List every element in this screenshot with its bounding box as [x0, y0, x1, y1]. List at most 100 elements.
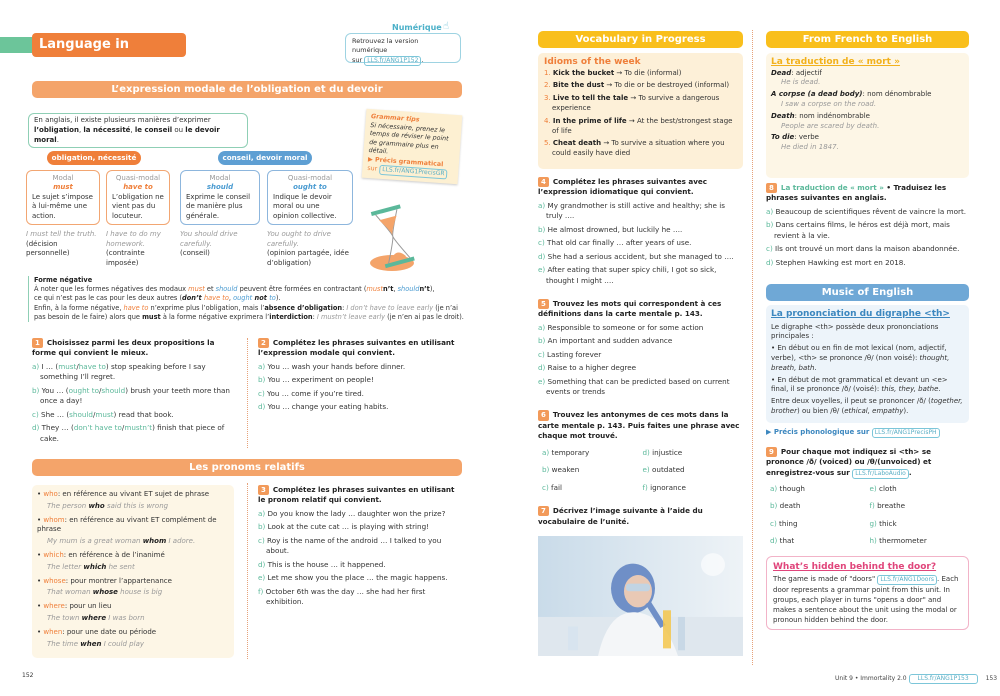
- list-item: b) An important and sudden advance: [538, 336, 743, 346]
- text-segment: This is the house … it happened.: [267, 559, 386, 569]
- exercise-number: 2: [258, 338, 269, 349]
- text-segment: : verbe: [794, 133, 819, 142]
- text-segment: must: [142, 312, 161, 321]
- text-segment: which: [83, 562, 107, 571]
- text-segment: where: [81, 613, 107, 622]
- example-must: I must tell the truth.(décision personne…: [26, 230, 100, 258]
- page-title: Language in Progress: [32, 33, 186, 76]
- text-segment: → To survive a dangerous experience: [552, 94, 720, 112]
- text-segment: I was born: [106, 613, 145, 622]
- text-segment: ,: [393, 285, 398, 294]
- list-item: c) That old car finally … after years of…: [538, 238, 743, 248]
- list-item: g) thick: [870, 519, 970, 529]
- tips-text: Si nécessaire, prenez le temps de révise…: [368, 121, 449, 156]
- text-segment: 1.: [544, 68, 553, 77]
- doors-link[interactable]: LLS.fr/ANG1Doors: [877, 574, 938, 585]
- text-segment: That woman: [47, 588, 93, 597]
- labo-audio-link[interactable]: LLS.fr/LaboAudio: [852, 468, 909, 479]
- text-segment: a): [770, 483, 780, 493]
- numerique-link[interactable]: LLS.fr/ANG1P152: [364, 55, 422, 66]
- text-segment: • Traduisez les phrases suivantes en ang…: [766, 183, 947, 203]
- text-segment: b): [538, 336, 548, 346]
- door-text: The game is made of "doors": [773, 574, 876, 583]
- text-segment: whose: [43, 576, 66, 585]
- text-segment: a): [538, 200, 548, 210]
- example-note: (opinion partagée, idée d’obligation): [267, 249, 349, 267]
- list-item: a) though: [770, 484, 870, 494]
- list-item: e) Something that can be predicted based…: [538, 377, 743, 398]
- list-item: b) Look at the cute cat … is playing wit…: [258, 522, 463, 532]
- list-item: 1. Kick the bucket → To die (informal): [544, 69, 737, 79]
- text-segment: don’t have to: [73, 423, 122, 433]
- text-segment: .: [938, 385, 941, 394]
- text-segment: that: [779, 536, 795, 546]
- relative-pronouns-box: • who: en référence au vivant ET sujet d…: [32, 485, 234, 659]
- text-segment: a): [258, 361, 268, 371]
- exercise-title: Complétez les phrases suivantes en utili…: [258, 338, 455, 358]
- th-box: La prononciation du digraphe <th> Le dig…: [766, 305, 969, 423]
- negative-line: ce qui n’est pas le cas pour les deux au…: [34, 294, 464, 303]
- text-segment: should: [101, 385, 126, 395]
- example-text: I have to do my homework.: [106, 230, 161, 248]
- text-segment: b): [542, 465, 552, 475]
- example-note: (décision personnelle): [26, 239, 70, 258]
- text-segment: f): [642, 482, 651, 492]
- exercise-number: 1: [32, 338, 43, 349]
- text-segment: la nécessité: [83, 125, 131, 134]
- exercise-title: Complétez les phrases suivantes en utili…: [258, 485, 455, 505]
- text-segment: this, they, bathe: [881, 385, 939, 394]
- relative-example: The person who said this is wrong: [37, 502, 229, 512]
- mort-definition: Death: nom indénombrable: [771, 112, 964, 122]
- text-segment: b): [766, 220, 776, 230]
- exercise-number: 5: [538, 298, 549, 310]
- list-item: b) Dans certains films, le héros est déj…: [766, 220, 969, 241]
- negative-line: Enfin, à la forme négative, have to n’ex…: [34, 304, 464, 313]
- text-segment: e): [538, 265, 548, 275]
- text-segment: et: [204, 285, 216, 294]
- text-segment: Cheat death: [552, 139, 602, 148]
- door-text: . Each door represents a grammar point f…: [773, 574, 959, 625]
- text-segment: should: [215, 285, 238, 294]
- text-segment: I mustn’t leave early: [316, 312, 386, 321]
- text-segment: Enfin, à la forme négative,: [34, 303, 124, 312]
- text-segment: d): [766, 257, 776, 267]
- text-segment: : pour une date ou période: [62, 627, 157, 636]
- text-segment: where: [43, 602, 65, 611]
- text-segment: n’t: [419, 285, 430, 294]
- footer-link[interactable]: LLS.fr/ANG1P153: [908, 674, 978, 684]
- list-item: b) He almost drowned, but luckily he ….: [538, 225, 743, 235]
- card-desc: Indique le devoir moral ou une opinion c…: [273, 192, 337, 220]
- precis-link[interactable]: LLS.fr/ANG1PrecisPH: [871, 428, 940, 438]
- text-segment: le devoir moral: [34, 125, 220, 144]
- text-segment: ,: [228, 294, 234, 303]
- mort-definition: Dead: adjectif: [771, 69, 964, 79]
- text-segment: a): [258, 508, 268, 518]
- list-item: e) outdated: [643, 465, 744, 475]
- exercise-items: a) Do you know the lady … daughter won t…: [258, 509, 463, 608]
- text-segment: You … wash your hands before dinner.: [267, 361, 406, 371]
- text-segment: That old car finally … after years of us…: [547, 238, 692, 248]
- relative-example: My mum is a great woman whom I adore.: [37, 537, 229, 547]
- text-segment: pas besoin de le faire) alors que: [34, 312, 143, 321]
- text-segment: ).: [903, 406, 909, 415]
- precis-phonologique: ▶ Précis phonologique sur LLS.fr/ANG1Pre…: [766, 427, 969, 438]
- card-modal: should: [206, 183, 234, 192]
- text-segment: Stephen Hawking est mort en 2018.: [775, 257, 906, 267]
- exercise-title: Décrivez l’image suivante à l’aide du vo…: [538, 506, 703, 526]
- list-item: • En début de mot grammatical et devant …: [771, 376, 964, 396]
- right-column-2-bottom: La prononciation du digraphe <th> Le dig…: [766, 305, 969, 631]
- text-segment: •: [37, 602, 44, 611]
- text-segment: whom: [43, 515, 65, 524]
- text-segment: n’t: [383, 285, 394, 294]
- card-type: Modal: [52, 174, 74, 182]
- text-segment: .: [56, 135, 59, 144]
- text-segment: thing: [779, 518, 798, 528]
- text-segment: They … (: [41, 423, 74, 433]
